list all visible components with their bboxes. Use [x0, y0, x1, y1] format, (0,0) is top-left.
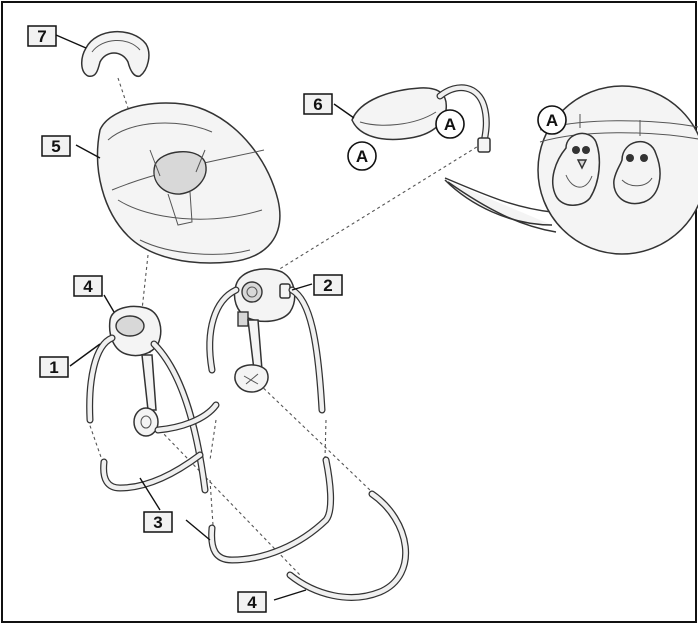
callout-5: 5	[41, 135, 71, 157]
leader-lines	[55, 34, 355, 601]
marker-a-right: A	[435, 109, 465, 139]
penguin-toy-right	[613, 120, 661, 205]
callout-6-text: 6	[313, 95, 322, 114]
callout-3-text: 3	[153, 513, 162, 532]
motor-unit-part	[206, 268, 326, 414]
penguin-toy-left	[552, 114, 601, 206]
callout-5-text: 5	[51, 137, 60, 156]
callout-1: 1	[39, 356, 69, 378]
marker-a-detail: A	[537, 105, 567, 135]
toy-detail-view	[444, 85, 698, 255]
base-legs-part	[100, 451, 335, 564]
callout-4-bottom-text: 4	[247, 593, 257, 612]
marker-a-left-text: A	[356, 147, 368, 166]
marker-a-detail-text: A	[546, 111, 558, 130]
callout-3: 3	[143, 511, 173, 533]
left-frame-part	[86, 305, 220, 494]
marker-a-left: A	[347, 141, 377, 171]
callout-1-text: 1	[49, 358, 58, 377]
callout-4-bottom: 4	[237, 591, 267, 613]
callout-4-top: 4	[73, 275, 103, 297]
toy-bar-part	[351, 84, 491, 153]
callout-7: 7	[27, 25, 57, 47]
callout-2: 2	[313, 274, 343, 296]
marker-a-right-text: A	[444, 115, 456, 134]
callout-2-text: 2	[323, 276, 332, 295]
callout-4-top-text: 4	[83, 277, 93, 296]
arc-bar-part	[286, 490, 410, 601]
seat-part	[96, 102, 281, 264]
headrest-part	[81, 31, 150, 78]
callout-6: 6	[303, 93, 333, 115]
callout-7-text: 7	[37, 27, 46, 46]
